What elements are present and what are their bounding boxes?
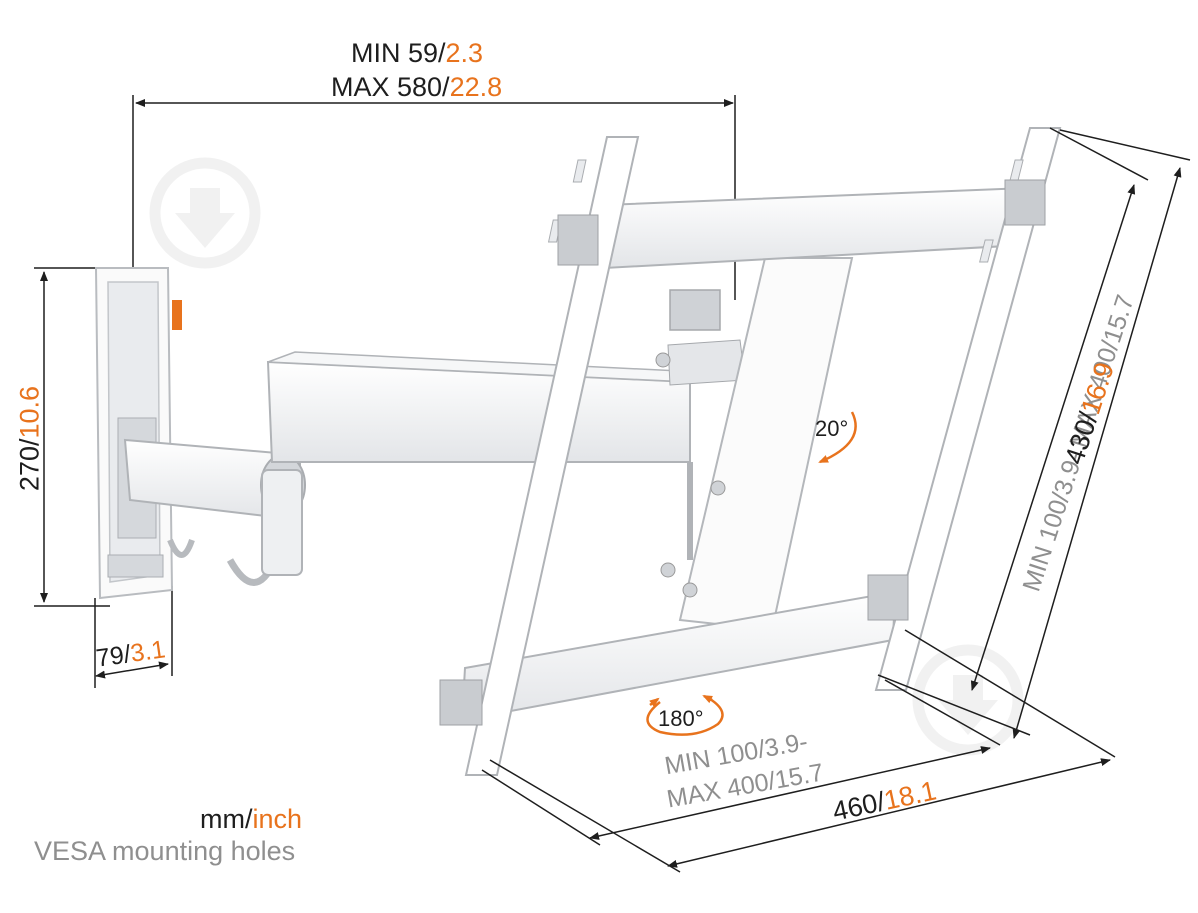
vesa-note: VESA mounting holes <box>34 836 296 866</box>
plate-height-label: 270/10.6 <box>15 369 46 509</box>
depth-dimension-line <box>132 95 736 300</box>
depth-min-label: MIN 59/2.3 <box>351 38 483 69</box>
unit-mm: mm/ <box>200 804 253 834</box>
unit-inch: inch <box>252 804 303 834</box>
frame-width-dimension-line <box>489 629 1116 873</box>
depth-min-inch: 2.3 <box>445 38 484 68</box>
plate-height-mm: 270/ <box>14 438 45 492</box>
long-arm <box>266 289 746 560</box>
tilt-angle-label: 20° <box>815 416 849 441</box>
plate-width-mm: 79/ <box>94 640 133 673</box>
rotation-angle-label: 180° <box>658 706 704 731</box>
vesa-horizontal-min-inch: 3.9- <box>762 727 810 763</box>
depth-min-mm: MIN 59/ <box>351 38 446 68</box>
plate-width-dimension-line <box>94 586 173 688</box>
tilt-bracket <box>655 257 854 632</box>
download-watermark-icon <box>912 644 1024 756</box>
rotate-arrow-icon <box>818 411 857 464</box>
tv-frame <box>439 127 1062 776</box>
plate-height-inch: 10.6 <box>14 385 45 439</box>
download-watermark-icon <box>149 157 261 269</box>
depth-max-label: MAX 580/22.8 <box>331 72 502 103</box>
rotate-arrow-icon <box>646 694 724 736</box>
unit-legend: mm/inch <box>200 804 302 835</box>
depth-max-mm: MAX 580/ <box>331 72 450 102</box>
depth-max-inch: 22.8 <box>449 72 503 102</box>
plate-width-inch: 3.1 <box>128 635 168 668</box>
short-arm <box>123 438 306 586</box>
frame-height-dimension-line <box>1012 129 1191 739</box>
wall-plate <box>94 267 182 600</box>
